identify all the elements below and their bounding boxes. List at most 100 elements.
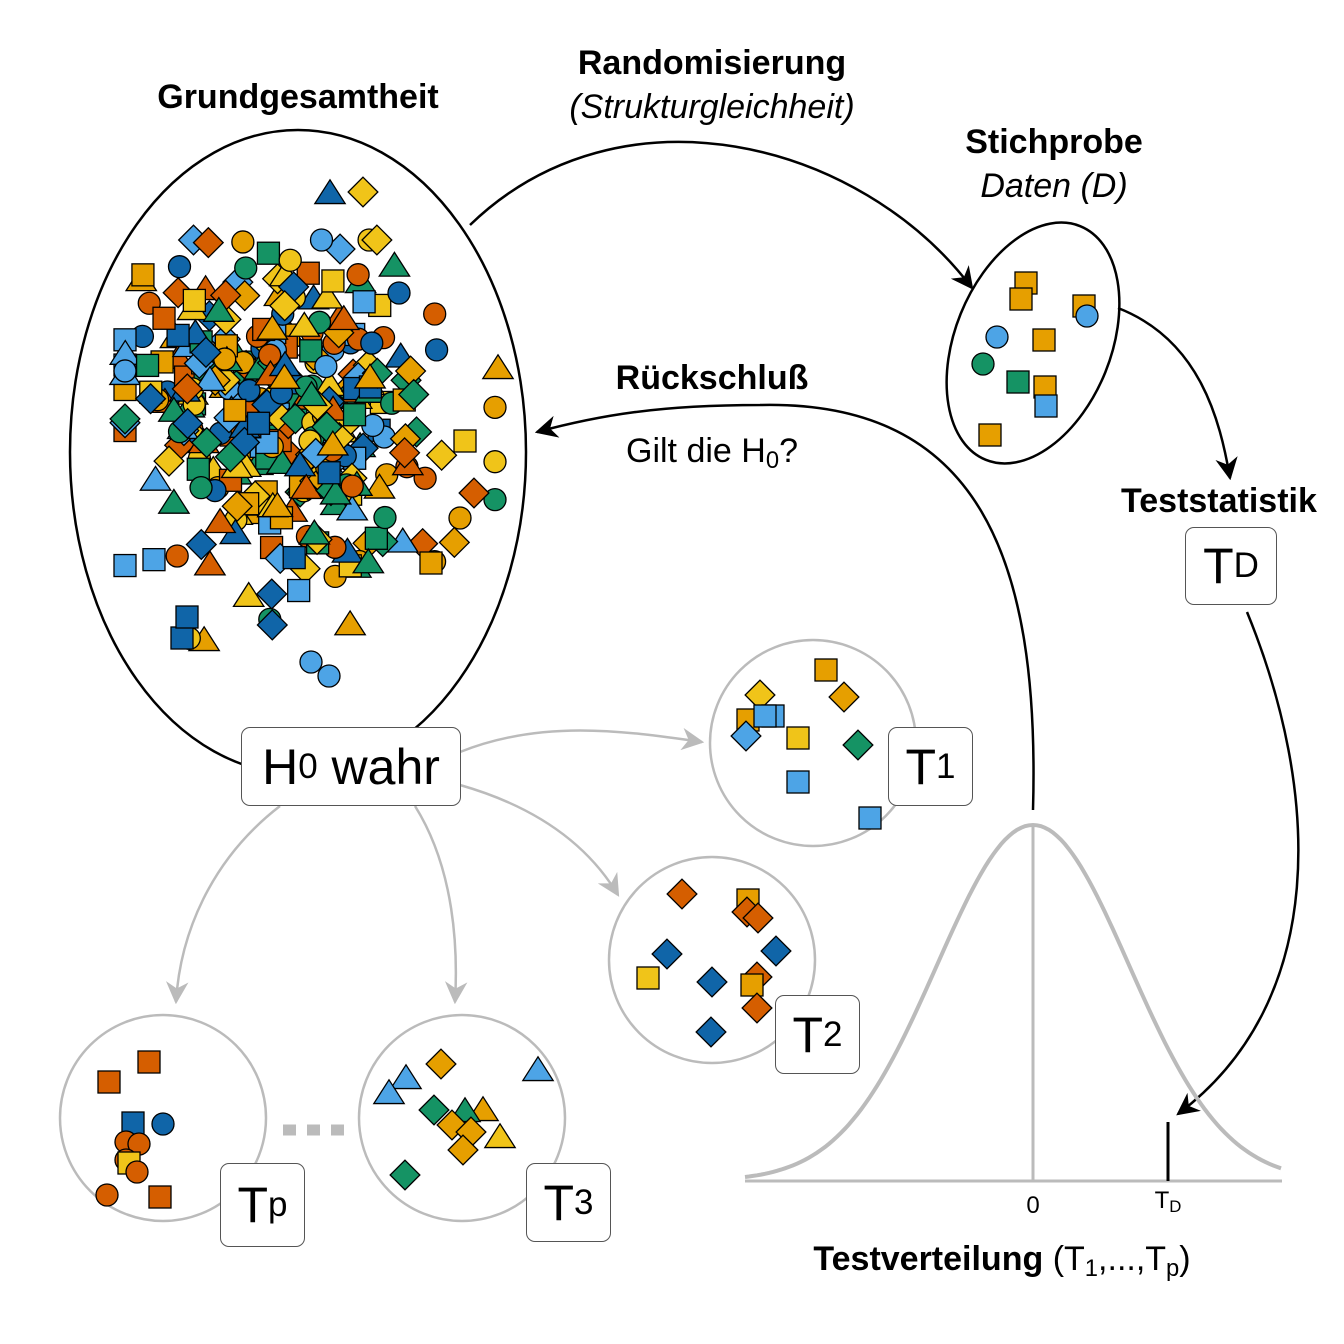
circle-symbol (424, 338, 449, 362)
square-symbol (364, 526, 388, 550)
circle-symbol (314, 354, 338, 379)
circle-symbol (1075, 304, 1099, 328)
triangle-symbol (372, 1078, 406, 1105)
square-symbol (142, 548, 166, 572)
circle-symbol (423, 302, 447, 326)
triangle-symbol (363, 473, 396, 499)
circle-symbol (387, 281, 411, 305)
arrow-to-t2 (459, 783, 620, 897)
square-symbol (1032, 328, 1056, 352)
circle-symbol (483, 450, 507, 474)
circle-symbol (448, 506, 472, 530)
diamond-symbol (828, 681, 860, 713)
diamond-symbol (185, 528, 218, 561)
square-symbol (453, 429, 477, 453)
population-label: Grundgesamtheit (157, 78, 439, 116)
square-symbol (814, 658, 838, 682)
diamond-symbol (388, 437, 421, 469)
diamond-symbol (842, 729, 874, 761)
square-symbol (175, 605, 199, 629)
triangle-symbol (521, 1055, 555, 1082)
triangle-symbol (316, 429, 350, 456)
sample-note: Daten (D) (980, 167, 1128, 205)
diamond-symbol (695, 1016, 727, 1048)
circle-symbol (113, 359, 137, 383)
arrow-statistic-to-distribution (1176, 611, 1300, 1116)
diamond-symbol (436, 1109, 468, 1141)
triangle-symbol (483, 1122, 517, 1149)
diamond-symbol (760, 935, 792, 967)
arrow-inference (534, 403, 1035, 811)
circle-symbol (299, 650, 323, 674)
triangle-symbol (313, 178, 347, 205)
diamond-symbol (651, 938, 683, 970)
diamond-symbol (190, 336, 222, 369)
square-symbol (97, 1070, 121, 1094)
sample-label: Stichprobe (965, 123, 1143, 161)
square-symbol (256, 241, 281, 265)
square-symbol (342, 403, 367, 427)
arrow-randomization (469, 140, 974, 290)
diamond-symbol (214, 441, 247, 473)
diamond-symbol (190, 426, 223, 459)
test-distribution-label: Testverteilung (T1,...,Tp) (813, 1240, 1191, 1282)
square-symbol (317, 461, 341, 485)
square-symbol (135, 353, 160, 378)
square-symbol (321, 269, 345, 293)
triangle-symbol (193, 365, 227, 392)
triangle-symbol (353, 362, 387, 389)
diamond-symbol (162, 276, 194, 309)
square-symbol (740, 973, 764, 997)
diamond-symbol (153, 445, 185, 477)
square-symbol (978, 423, 1002, 447)
square-symbol (170, 626, 194, 650)
diamond-symbol (696, 966, 728, 998)
triangle-symbol (295, 380, 328, 407)
square-symbol (296, 261, 320, 285)
diamond-symbol (425, 1048, 457, 1080)
triangle-symbol (289, 473, 323, 500)
square-symbol (282, 545, 306, 570)
square-symbol (786, 726, 810, 750)
randomization-label: Randomisierung (577, 44, 847, 82)
square-symbol (419, 551, 443, 575)
triangle-symbol (261, 491, 294, 518)
diamond-symbol (730, 720, 762, 752)
square-symbol (858, 806, 882, 830)
square-symbol (223, 398, 247, 423)
triangle-symbol (139, 465, 172, 491)
triangle-symbol (310, 283, 344, 309)
diamond-symbol (397, 378, 430, 411)
diamond-symbol (447, 1134, 479, 1166)
diamond-symbol (255, 578, 288, 610)
square-symbol (182, 288, 207, 313)
circle-symbol (971, 352, 995, 376)
circle-symbol (231, 230, 255, 254)
randomization-note: (Strukturgleichheit) (569, 88, 855, 126)
circle-symbol (340, 474, 364, 498)
resample-circle-p (58, 1013, 268, 1223)
diamond-symbol (418, 1094, 450, 1126)
triangle-symbol (298, 518, 331, 545)
diamond-symbol (256, 609, 289, 641)
diamond-symbol (361, 224, 393, 256)
triangle-symbol (193, 549, 227, 576)
square-symbol (352, 290, 376, 314)
square-symbol (148, 1185, 172, 1209)
circle-symbol (189, 475, 213, 500)
circle-symbol (483, 487, 507, 512)
sample-ellipse (945, 221, 1121, 465)
triangle-symbol (335, 494, 369, 521)
triangle-symbol (232, 581, 266, 607)
square-symbol (137, 1050, 161, 1074)
axis-zero-label: 0 (1026, 1192, 1040, 1219)
diamond-symbol (134, 382, 167, 415)
circle-symbol (360, 331, 384, 355)
diamond-symbol (221, 490, 253, 522)
diamond-symbol (666, 878, 698, 910)
circle-symbol (167, 255, 192, 279)
